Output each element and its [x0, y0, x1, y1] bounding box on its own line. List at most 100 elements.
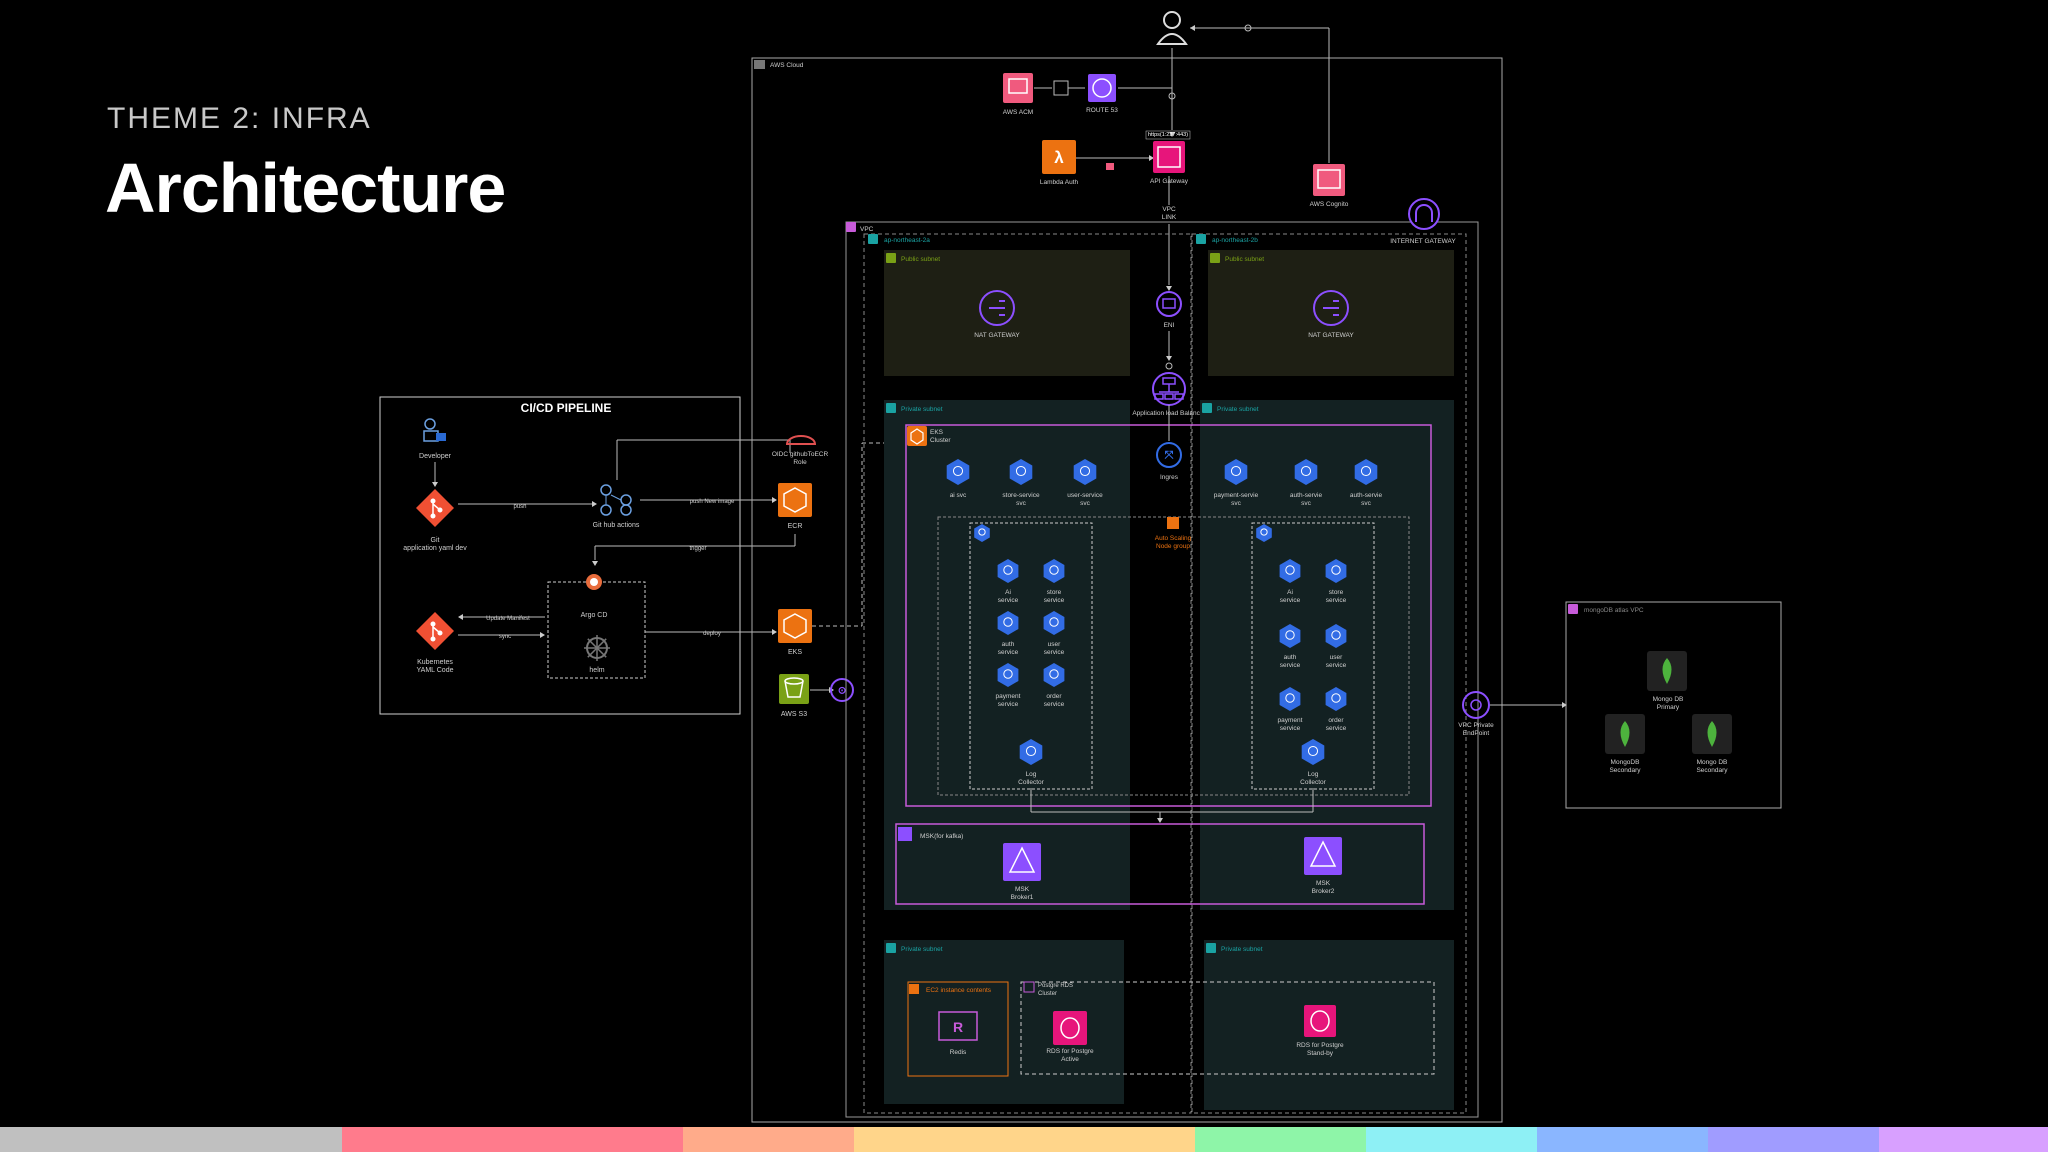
rds-cluster-label: Cluster — [1038, 991, 1057, 997]
color-bar-segment — [1708, 1127, 1879, 1152]
log-collector-b-icon — [1301, 739, 1325, 765]
rds-standby-label: RDS for Postgre — [1296, 1042, 1344, 1049]
az-b-box — [1191, 233, 1467, 1114]
eks-cluster-label: EKS — [930, 429, 944, 436]
cicd-title: CI/CD PIPELINE — [521, 401, 612, 415]
service-inner — [1079, 465, 1091, 477]
push-label: push — [513, 504, 526, 510]
s3-icon — [779, 674, 809, 704]
service-icon — [1073, 459, 1097, 485]
service-label: user-service — [1067, 492, 1103, 499]
pod-label: auth — [1002, 641, 1015, 648]
az-b-label: ap-northeast-2b — [1212, 237, 1258, 244]
private-subnet-a-label: Private subnet — [901, 406, 943, 413]
route53-icon — [1088, 74, 1116, 102]
aws-cloud-icon — [754, 60, 765, 69]
private-subnet-db-b-icon — [1206, 943, 1216, 953]
pod-icon — [997, 559, 1019, 583]
auto-scaling-label: Auto Scaling — [1155, 535, 1192, 542]
https-label: https(1:227:443) — [1148, 132, 1188, 138]
pod-label: service — [1044, 649, 1065, 656]
pod-label: service — [1280, 597, 1301, 604]
private-subnet-a-icon — [886, 403, 896, 413]
eks-icon — [778, 609, 812, 643]
vpc-box — [845, 221, 1479, 1118]
public-subnet-b-icon — [1210, 253, 1220, 263]
link-dot — [1165, 362, 1173, 370]
ingress-glyph: ⤧ — [1165, 450, 1174, 462]
developer-icon — [424, 418, 436, 430]
arrow-head — [1149, 155, 1154, 161]
kubernetes-yaml-label: YAML Code — [417, 667, 454, 674]
pod-icon — [997, 663, 1019, 687]
push-image-label: push New image — [690, 499, 735, 505]
private-subnet-db-b-label: Private subnet — [1221, 946, 1263, 953]
az-a-icon — [868, 234, 878, 244]
service-label: auth-servie — [1290, 492, 1323, 499]
log-collector-a-icon — [1019, 739, 1043, 765]
aws-acm-icon — [1003, 73, 1033, 103]
mongodb-primary-label: Mongo DB — [1653, 696, 1684, 703]
arrow-head — [1166, 356, 1172, 361]
pod-inner — [1331, 630, 1341, 640]
node-a-box — [969, 522, 1093, 790]
msk-broker1-label: MSK — [1015, 886, 1030, 893]
color-bar-segment — [1537, 1127, 1708, 1152]
pod-inner — [1285, 693, 1295, 703]
cognito-label: AWS Cognito — [1310, 201, 1349, 208]
pod-icon — [1279, 624, 1301, 648]
git-label: Git — [431, 537, 440, 544]
pod-label: store — [1047, 589, 1062, 596]
service-inner — [1015, 465, 1027, 477]
api-gateway-frame — [1157, 146, 1181, 168]
auto-scaling-label: Node group — [1156, 543, 1190, 550]
ecr-label: ECR — [788, 523, 803, 530]
ec2-icon — [909, 984, 919, 994]
mongodb-secondary2-icon-leaf — [1707, 721, 1717, 747]
ec2-box — [907, 981, 1009, 1077]
git-icon — [416, 489, 454, 527]
private-subnet-db-a-box — [884, 940, 1124, 1104]
s3-endpoint-icon — [830, 678, 854, 702]
vpc-link-label: VPC — [1162, 206, 1176, 213]
eni-card — [1162, 298, 1176, 309]
arrow-head — [432, 482, 438, 487]
internet-gateway-icon — [1408, 198, 1440, 230]
az-b-icon — [1196, 234, 1206, 244]
rds-cluster-box — [1020, 981, 1435, 1075]
auto-scaling-icon — [1167, 517, 1179, 529]
kubernetes-yaml-label: Kubernetes — [417, 659, 453, 666]
color-bar-segment — [683, 1127, 854, 1152]
mongodb-vpc-label: mongoDB atlas VPC — [1584, 607, 1644, 614]
vpc-label: VPC — [860, 226, 874, 233]
arrow-head — [772, 497, 777, 503]
rds-standby-label: Stand-by — [1307, 1050, 1334, 1057]
pod-icon — [1325, 559, 1347, 583]
arrow-head — [1169, 132, 1175, 137]
log-collector-b-label: Collector — [1300, 779, 1326, 786]
pod-label: service — [1326, 662, 1347, 669]
service-label: svc — [1016, 500, 1027, 507]
argo-cd-box — [547, 581, 646, 679]
service-label: svc — [1231, 500, 1242, 507]
pod-label: service — [998, 597, 1019, 604]
trigger-label: trigger — [689, 546, 706, 552]
arrow-head — [592, 561, 598, 566]
az-a-label: ap-northeast-2a — [884, 237, 930, 244]
service-inner — [1230, 465, 1242, 477]
service-label: ai svc — [950, 492, 967, 499]
s3-label: AWS S3 — [781, 711, 807, 718]
mongodb-vpc-box — [1565, 601, 1782, 809]
rds-standby-glyph — [1310, 1010, 1330, 1032]
color-bar — [0, 1127, 2048, 1152]
color-bar-segment — [1195, 1127, 1366, 1152]
msk-broker1-glyph — [1008, 846, 1036, 873]
acm-cert — [1008, 78, 1028, 94]
color-bar-segment — [854, 1127, 1195, 1152]
pod-inner — [1049, 669, 1059, 679]
mongodb-secondary2-label: Secondary — [1696, 767, 1728, 774]
pod-inner — [1003, 565, 1013, 575]
node-a-inner — [978, 528, 986, 536]
mongodb-primary-icon-leaf — [1662, 658, 1672, 684]
msk-group-box — [895, 823, 1425, 905]
